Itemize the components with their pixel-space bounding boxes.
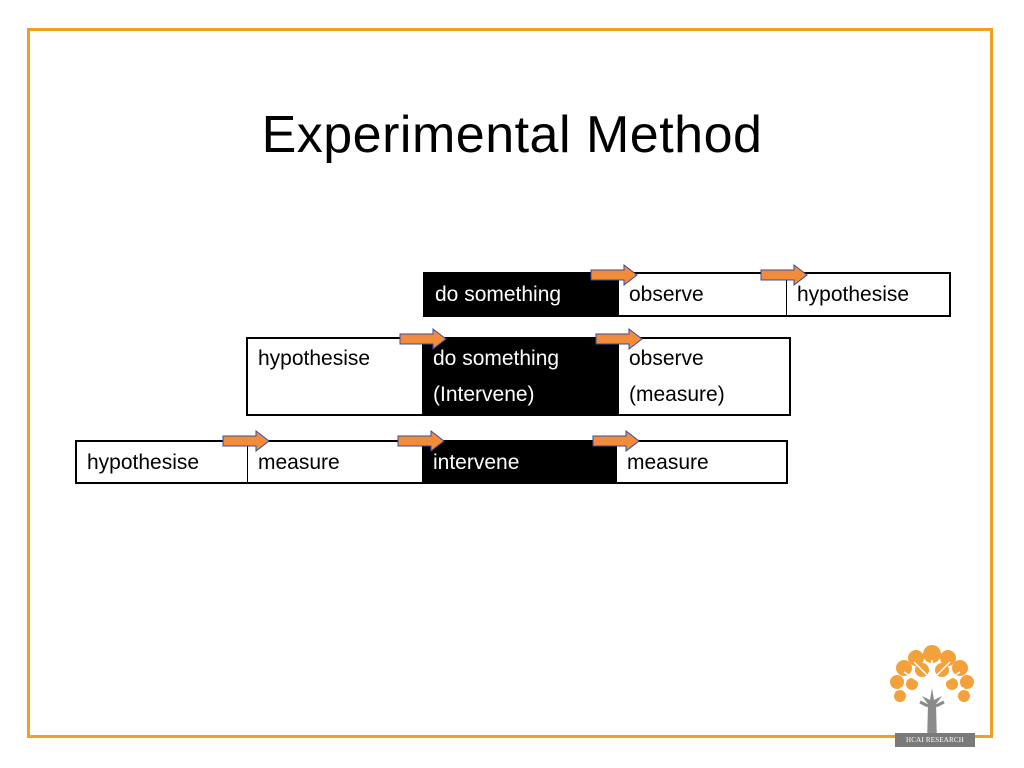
row2-cell-observe: observe (measure) <box>619 339 789 414</box>
logo-caption: HCAI RESEARCH Network <box>895 733 975 758</box>
process-row-3: hypothesise measure intervene measure <box>75 440 788 484</box>
slide-frame <box>27 28 993 738</box>
process-row-1: do something observe hypothesise <box>423 272 951 317</box>
row1-cell-do-something: do something <box>425 274 619 315</box>
row3-cell-intervene: intervene <box>423 442 617 482</box>
row3-cell-hypothesise: hypothesise <box>77 442 248 482</box>
arrow-right-icon <box>592 430 640 452</box>
arrow-right-icon <box>397 430 445 452</box>
slide-title: Experimental Method <box>261 106 763 164</box>
row2-cell-do-something: do something (Intervene) <box>423 339 619 414</box>
arrow-right-icon <box>399 328 447 350</box>
process-row-2: hypothesise do something (Intervene) obs… <box>246 337 791 416</box>
row3-cell-measure-2: measure <box>617 442 786 482</box>
arrow-right-icon <box>595 328 643 350</box>
row1-cell-observe: observe <box>619 274 787 315</box>
arrow-right-icon <box>222 430 270 452</box>
tree-icon <box>890 645 974 744</box>
arrow-right-icon <box>760 264 808 286</box>
row3-cell-measure: measure <box>248 442 423 482</box>
row1-cell-hypothesise: hypothesise <box>787 274 949 315</box>
row2-cell-hypothesise: hypothesise <box>248 339 423 414</box>
arrow-right-icon <box>590 264 638 286</box>
